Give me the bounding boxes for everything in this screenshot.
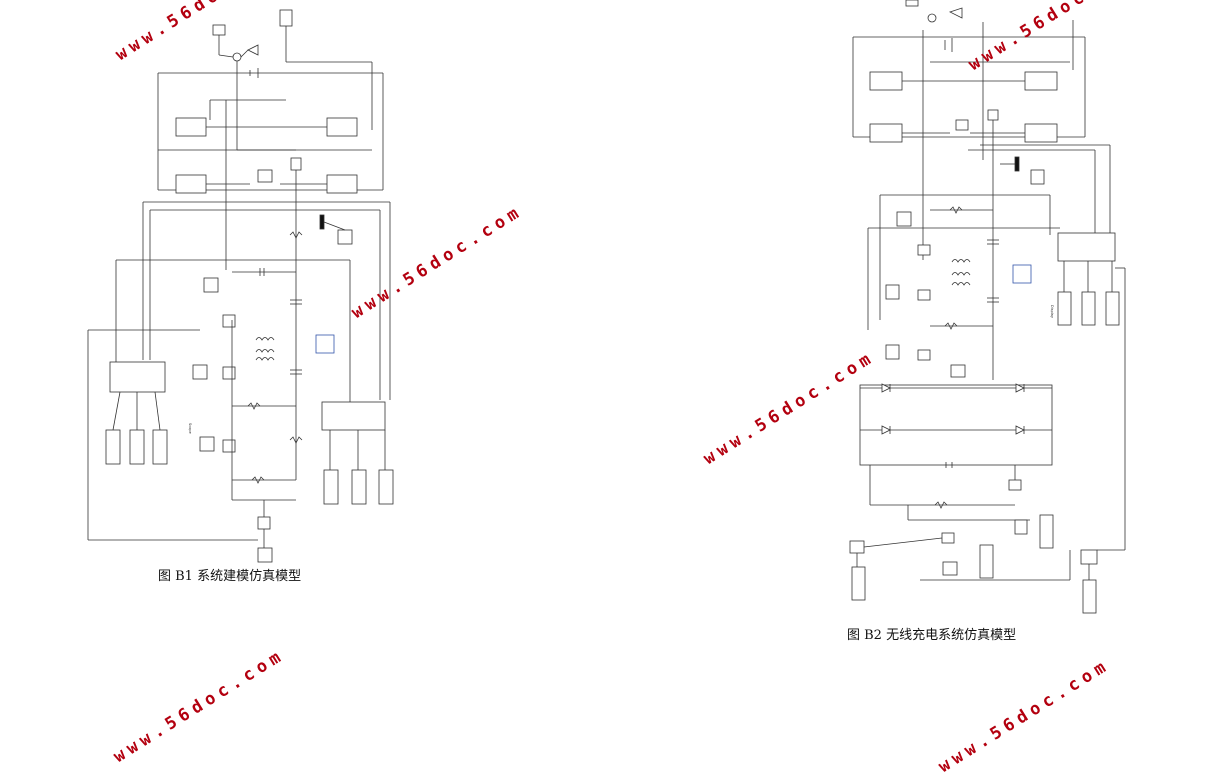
- figure-b1-diagram: [87, 9, 394, 563]
- figure-b1-caption: 图 B1 系统建模仿真模型: [158, 569, 302, 584]
- figure-b2-caption: 图 B2 无线充电系统仿真模型: [847, 628, 1017, 643]
- svg-text:Scope: Scope: [188, 423, 192, 434]
- simulink-diagrams: Scope Display: [87, 0, 1126, 614]
- svg-text:Display: Display: [1050, 305, 1054, 318]
- figure-b2-diagram: [849, 0, 1126, 614]
- document-page: Scope Display 图 B1 系统建模仿真模型 图 B2 无线充电系统仿…: [87, 0, 1144, 777]
